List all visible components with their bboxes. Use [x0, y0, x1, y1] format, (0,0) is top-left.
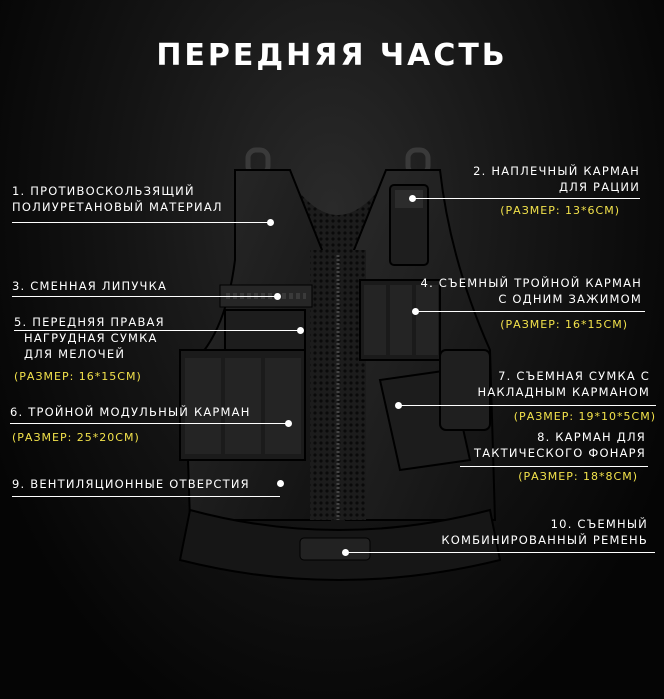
label-5-size: (РАЗМЕР: 16*15СМ)	[14, 370, 142, 383]
label-10-line-2: КОМБИНИРОВАННЫЙ РЕМЕНЬ	[441, 533, 648, 547]
label-5-line-3: ДЛЯ МЕЛОЧЕЙ	[24, 347, 126, 361]
pointer-dot-3	[274, 293, 281, 300]
pointer-line-2	[412, 198, 640, 199]
label-4-size: (РАЗМЕР: 16*15СМ)	[500, 318, 628, 331]
pointer-dot-2	[409, 195, 416, 202]
pointer-dot-4	[412, 308, 419, 315]
label-radio-shoulder-pocket: 2. НАПЛЕЧНЫЙ КАРМАН ДЛЯ РАЦИИ	[473, 163, 640, 195]
label-2-line-2: ДЛЯ РАЦИИ	[558, 180, 640, 194]
pointer-line-9	[12, 496, 280, 497]
label-replaceable-velcro: 3. СМЕННАЯ ЛИПУЧКА	[12, 279, 168, 293]
pointer-line-5	[14, 330, 300, 331]
label-front-chest-pouch: 5. ПЕРЕДНЯЯ ПРАВАЯ НАГРУДНАЯ СУМКА ДЛЯ М…	[14, 314, 165, 362]
label-6-size: (РАЗМЕР: 25*20СМ)	[12, 431, 140, 444]
pointer-line-4	[415, 311, 645, 312]
label-2-line-1: 2. НАПЛЕЧНЫЙ КАРМАН	[473, 164, 640, 178]
pointer-dot-6	[285, 420, 292, 427]
label-removable-bag: 7. СЪЕМНАЯ СУМКА С НАКЛАДНЫМ КАРМАНОМ	[477, 368, 650, 400]
page-title: ПЕРЕДНЯЯ ЧАСТЬ	[156, 38, 508, 73]
pointer-dot-5	[297, 327, 304, 334]
label-8-line-1: 8. КАРМАН ДЛЯ	[537, 430, 646, 444]
pointer-dot-7	[395, 402, 402, 409]
label-removable-belt: 10. СЪЕМНЫЙ КОМБИНИРОВАННЫЙ РЕМЕНЬ	[441, 516, 648, 548]
pointer-line-1	[12, 222, 270, 223]
label-7-line-1: 7. СЪЕМНАЯ СУМКА С	[498, 369, 650, 383]
label-5-line-1: 5. ПЕРЕДНЯЯ ПРАВАЯ	[14, 315, 165, 329]
label-4-line-2: С ОДНИМ ЗАЖИМОМ	[498, 292, 642, 306]
label-flashlight-pocket: 8. КАРМАН ДЛЯ ТАКТИЧЕСКОГО ФОНАРЯ	[474, 429, 646, 461]
pointer-line-7	[398, 405, 656, 406]
pointer-dot-10	[342, 549, 349, 556]
label-2-size: (РАЗМЕР: 13*6СМ)	[500, 204, 620, 217]
label-7-line-2: НАКЛАДНЫМ КАРМАНОМ	[477, 385, 650, 399]
tactical-vest-image	[178, 147, 502, 581]
label-triple-pouch-clip: 4. СЪЕМНЫЙ ТРОЙНОЙ КАРМАН С ОДНИМ ЗАЖИМО…	[421, 275, 642, 307]
label-7-size: (РАЗМЕР: 19*10*5СМ)	[513, 410, 656, 423]
pointer-dot-9	[277, 480, 284, 487]
label-8-size: (РАЗМЕР: 18*8СМ)	[518, 470, 638, 483]
label-anti-slip-material: 1. ПРОТИВОСКОЛЬЗЯЩИЙ ПОЛИУРЕТАНОВЫЙ МАТЕ…	[12, 183, 223, 215]
label-ventilation-holes: 9. ВЕНТИЛЯЦИОННЫЕ ОТВЕРСТИЯ	[12, 477, 250, 491]
pointer-line-8	[460, 466, 648, 467]
pointer-line-10	[345, 552, 655, 553]
pointer-dot-1	[267, 219, 274, 226]
label-4-line-1: 4. СЪЕМНЫЙ ТРОЙНОЙ КАРМАН	[420, 276, 642, 290]
label-10-line-1: 10. СЪЕМНЫЙ	[550, 517, 648, 531]
label-1-line-1: 1. ПРОТИВОСКОЛЬЗЯЩИЙ	[12, 184, 195, 198]
label-triple-modular-pouch: 6. ТРОЙНОЙ МОДУЛЬНЫЙ КАРМАН	[10, 405, 251, 419]
pointer-line-6	[10, 423, 288, 424]
label-5-line-2: НАГРУДНАЯ СУМКА	[24, 331, 158, 345]
pointer-line-3	[12, 296, 277, 297]
label-1-line-2: ПОЛИУРЕТАНОВЫЙ МАТЕРИАЛ	[12, 200, 223, 214]
label-8-line-2: ТАКТИЧЕСКОГО ФОНАРЯ	[474, 446, 646, 460]
